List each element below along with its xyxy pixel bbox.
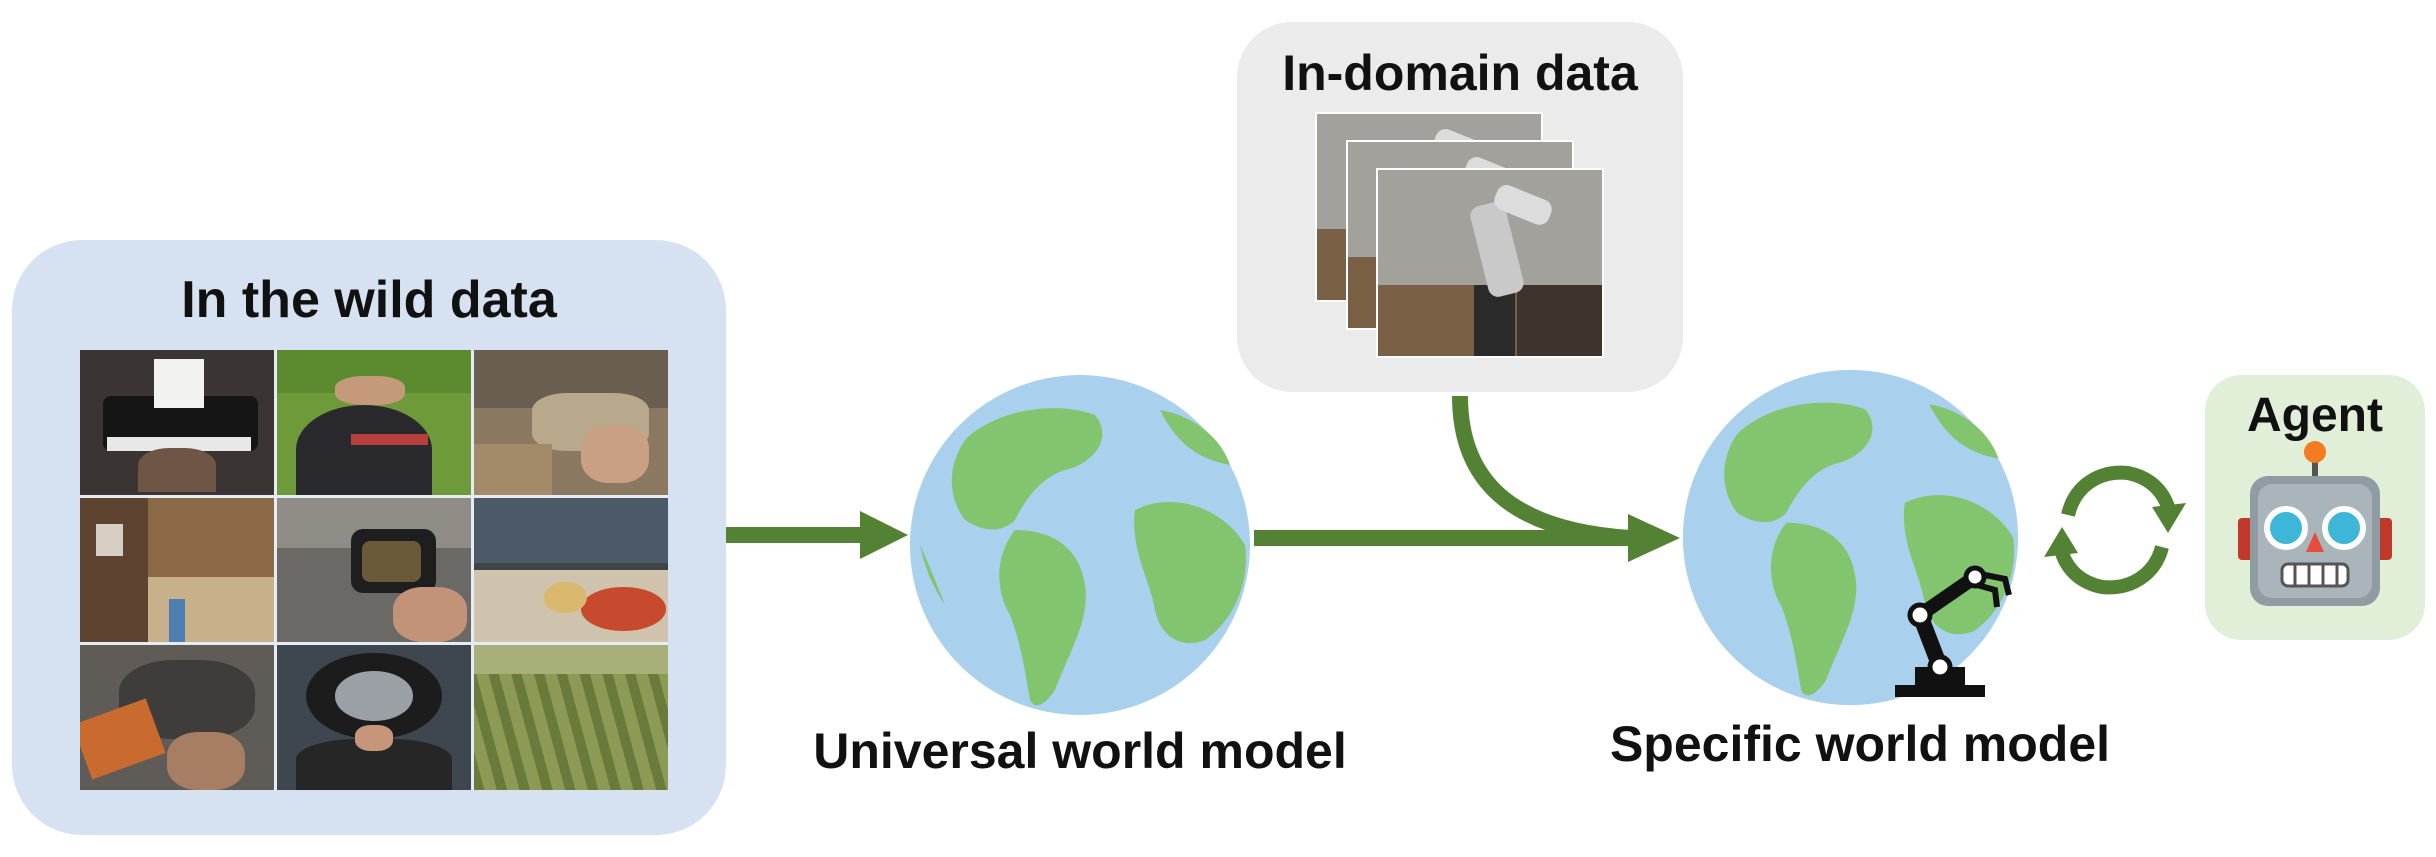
- arrow-wild-to-universal: [726, 511, 908, 559]
- arrow-universal-to-specific: [1254, 395, 1680, 562]
- wild-tile-vineyard: [474, 645, 668, 790]
- wild-data-image-grid: [80, 350, 668, 790]
- robot-face-icon: [2238, 441, 2392, 606]
- wild-tile-kitchen-counter: [474, 350, 668, 495]
- specific-world-model-label: Specific world model: [1609, 716, 2111, 772]
- universal-globe-icon: [910, 375, 1250, 715]
- wild-tile-dining-table: [474, 497, 668, 643]
- wild-tile-car-engine: [80, 645, 274, 790]
- universal-world-model-label: Universal world model: [813, 723, 1347, 779]
- in-domain-data-title: In-domain data: [1282, 45, 1638, 101]
- wild-tile-piano: [80, 350, 274, 495]
- agent-title: Agent: [2247, 389, 2383, 442]
- wild-tile-cooking-pan: [277, 497, 471, 643]
- wild-tile-hallway: [80, 497, 274, 643]
- wild-tile-grass-field: [277, 350, 471, 495]
- robot-frame-front: [1376, 168, 1604, 358]
- robot-arm-icon: [1895, 565, 2012, 697]
- wild-tile-car-wheel: [277, 645, 471, 790]
- in-the-wild-data-title: In the wild data: [181, 271, 557, 329]
- cycle-arrows-icon: [2044, 465, 2186, 595]
- specific-globe-icon: [1682, 369, 2019, 706]
